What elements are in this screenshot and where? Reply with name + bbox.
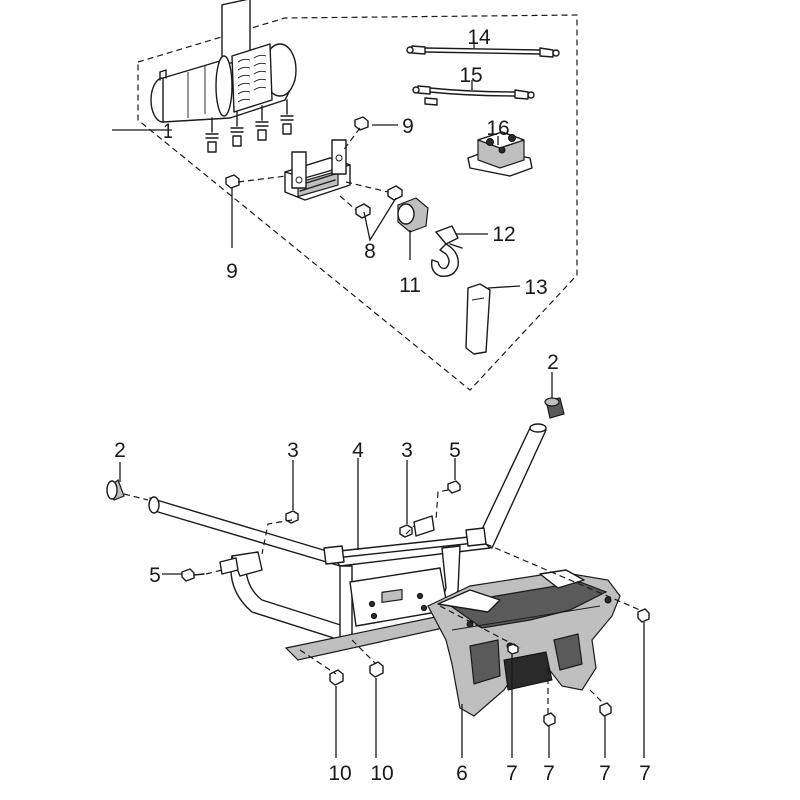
callout-7-b: 7 <box>543 762 555 785</box>
fascia-screw-7c <box>599 702 612 717</box>
callout-8: 8 <box>364 240 376 263</box>
callout-2-right: 2 <box>547 351 559 374</box>
bumper-nut-3-right <box>399 524 413 538</box>
winch-kit-boundary <box>137 14 578 391</box>
bumper-bolt-5-left <box>181 568 205 582</box>
callout-13: 13 <box>524 276 547 299</box>
callout-4: 4 <box>352 439 364 462</box>
callout-11: 11 <box>399 274 421 297</box>
fairlead-nut-left <box>225 174 240 189</box>
callout-5-right: 5 <box>449 439 461 462</box>
callout-3-left: 3 <box>287 439 299 462</box>
bumper-bolt-5-right <box>447 480 461 494</box>
fairlead-bolt-upper <box>354 116 369 131</box>
callout-10-right: 10 <box>370 762 393 785</box>
battery-cable-15 <box>412 85 535 106</box>
rubber-stopper <box>397 197 429 233</box>
winch-contactor <box>467 131 533 177</box>
callout-10-left: 10 <box>328 762 351 785</box>
callout-16: 16 <box>486 117 509 140</box>
fascia-screw-7b <box>543 712 556 727</box>
fascia-screw-7d <box>637 608 650 623</box>
callout-2-left: 2 <box>114 439 126 462</box>
callout-7-d: 7 <box>639 762 651 785</box>
bumper-end-cap-left <box>106 479 125 501</box>
battery-cable-14 <box>406 45 560 58</box>
callout-14: 14 <box>467 26 491 49</box>
bumper-end-cap-right <box>544 397 565 419</box>
bumper-fascia <box>427 569 621 717</box>
winch-hook <box>430 225 463 277</box>
winch-mount-bolts <box>205 99 294 153</box>
callout-7-c: 7 <box>599 762 611 785</box>
callout-9-lower: 9 <box>226 260 238 283</box>
winch-fairlead <box>284 139 351 201</box>
fairlead-bolt-8a <box>387 185 403 201</box>
callout-7-a: 7 <box>506 762 518 785</box>
callout-5-left: 5 <box>149 564 161 587</box>
callout-1: 1 <box>163 121 173 144</box>
fascia-screw-7a <box>507 643 519 655</box>
winch-strap <box>465 283 491 355</box>
callout-6: 6 <box>456 762 468 785</box>
callout-3-right: 3 <box>401 439 413 462</box>
skid-bolt-10b <box>369 661 384 678</box>
fairlead-bolt-8b <box>355 203 371 219</box>
skid-bolt-10a <box>329 669 344 686</box>
callout-12: 12 <box>492 223 515 246</box>
front-bumper-frame <box>148 423 547 661</box>
callout-9-upper: 9 <box>402 115 414 138</box>
winch-assembly <box>150 0 297 153</box>
callout-15: 15 <box>459 64 482 87</box>
